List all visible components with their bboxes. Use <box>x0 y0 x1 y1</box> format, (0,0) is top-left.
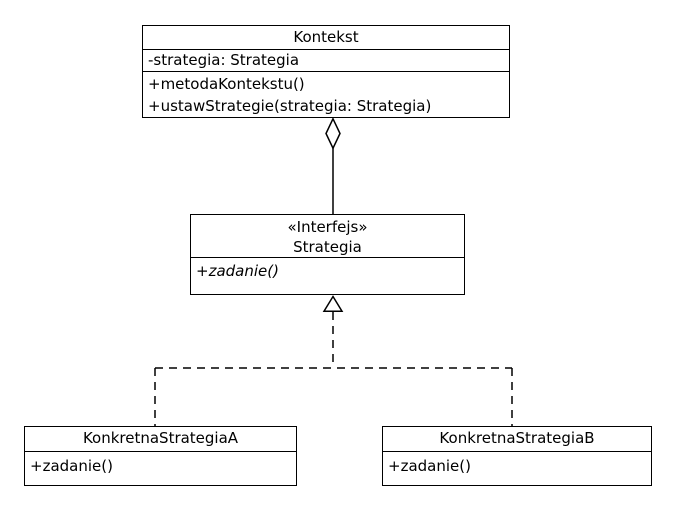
class-box-konkretna-strategia-b: KonkretnaStrategiaB +zadanie() <box>382 426 652 486</box>
abstract-method: +zadanie() <box>196 262 279 280</box>
attributes-compartment: -strategia: Strategia <box>143 49 509 71</box>
stereotype-label: «Interfejs» <box>287 218 368 236</box>
realization-triangle-icon <box>322 295 344 312</box>
class-title: KonkretnaStrategiaA <box>82 429 239 447</box>
method: +zadanie() <box>388 457 471 475</box>
realization-dashed-lines <box>154 312 513 427</box>
interface-title-compartment: «Interfejs» Strategia <box>191 215 464 257</box>
class-title: Kontekst <box>293 28 359 46</box>
method: +zadanie() <box>30 457 113 475</box>
methods-compartment: +metodaKontekstu() +ustawStrategie(strat… <box>143 71 509 117</box>
class-box-konkretna-strategia-a: KonkretnaStrategiaA +zadanie() <box>24 426 297 486</box>
method: +metodaKontekstu() <box>148 75 305 93</box>
aggregation-connector <box>325 117 341 216</box>
aggregation-diamond-icon <box>325 117 341 150</box>
interface-box-strategia: «Interfejs» Strategia +zadanie() <box>190 214 465 295</box>
class-title: KonkretnaStrategiaB <box>439 429 595 447</box>
attribute: -strategia: Strategia <box>148 51 300 69</box>
realization-connector <box>154 295 513 427</box>
method: +ustawStrategie(strategia: Strategia) <box>148 97 432 115</box>
methods-compartment: +zadanie() <box>191 257 464 294</box>
methods-compartment: +zadanie() <box>25 451 296 485</box>
methods-compartment: +zadanie() <box>383 451 651 485</box>
interface-title: Strategia <box>293 238 362 256</box>
class-box-kontekst: Kontekst -strategia: Strategia +metodaKo… <box>142 25 510 118</box>
